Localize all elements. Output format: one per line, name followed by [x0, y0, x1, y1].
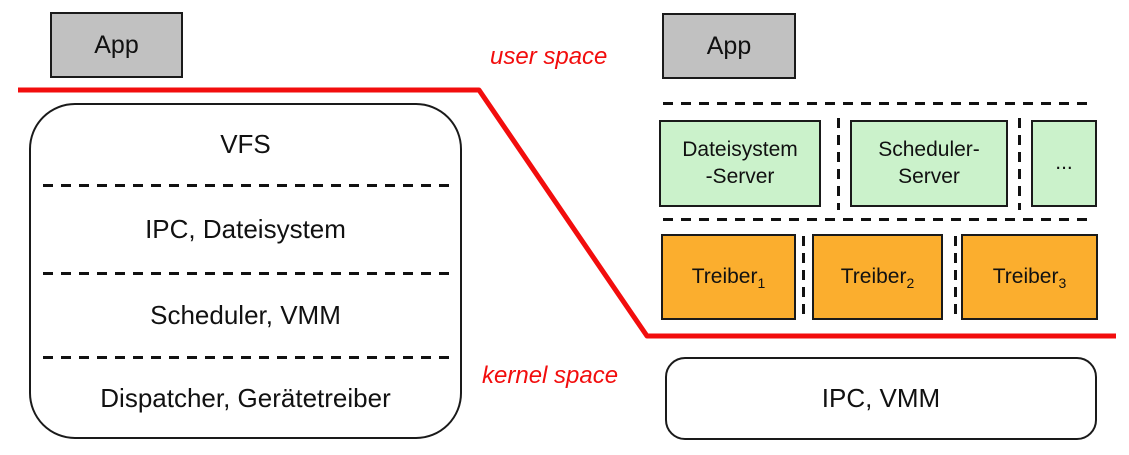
- app-box-monolithic: App: [50, 12, 183, 78]
- app-box-microkernel: App: [662, 13, 796, 79]
- server-divider: [1018, 118, 1021, 210]
- layer-label: VFS: [220, 128, 271, 159]
- server-row-bottom-divider: [663, 218, 1091, 221]
- kernel-space-label: kernel space: [482, 362, 619, 389]
- layer-divider: [43, 184, 457, 187]
- app-label: App: [94, 30, 139, 59]
- driver-divider: [802, 236, 805, 320]
- user-space-label: user space: [490, 43, 608, 70]
- server-box-dateisystem: Dateisystem -Server: [659, 120, 821, 207]
- server-label-line2: -Server: [705, 164, 775, 188]
- driver-label: Treiber1: [691, 265, 766, 292]
- server-label-line1: Dateisystem: [682, 138, 798, 162]
- driver-label: Treiber3: [992, 265, 1067, 292]
- driver-box-treiber2: Treiber2: [812, 234, 943, 320]
- kernel-label: IPC, VMM: [821, 383, 941, 413]
- app-label: App: [706, 31, 752, 60]
- server-label-line1: Scheduler-: [878, 138, 980, 162]
- driver-box-treiber3: Treiber3: [961, 234, 1098, 320]
- layer-scheduler-vmm: Scheduler, VMM: [29, 273, 462, 357]
- monolithic-kernel-box: [29, 103, 462, 439]
- server-row-top-divider: [663, 102, 1091, 105]
- layer-label: IPC, Dateisystem: [145, 213, 346, 244]
- layer-ipc-dateisystem: IPC, Dateisystem: [29, 185, 462, 273]
- layer-dispatcher-geraetetreiber: Dispatcher, Gerätetreiber: [29, 357, 462, 439]
- server-label-line1: ...: [1055, 151, 1073, 175]
- server-box-scheduler: Scheduler- Server: [850, 120, 1008, 207]
- layer-label: Scheduler, VMM: [150, 299, 341, 330]
- layer-vfs: VFS: [29, 103, 462, 185]
- server-divider: [837, 118, 840, 210]
- server-box-ellipsis: ...: [1031, 120, 1097, 207]
- microkernel-box-ipc-vmm: IPC, VMM: [665, 357, 1097, 440]
- driver-box-treiber1: Treiber1: [661, 234, 796, 320]
- driver-divider: [954, 236, 957, 320]
- server-label-line2: Server: [898, 164, 960, 188]
- layer-label: Dispatcher, Gerätetreiber: [100, 382, 391, 413]
- layer-divider: [43, 272, 457, 275]
- layer-divider: [43, 356, 457, 359]
- driver-label: Treiber2: [840, 265, 915, 292]
